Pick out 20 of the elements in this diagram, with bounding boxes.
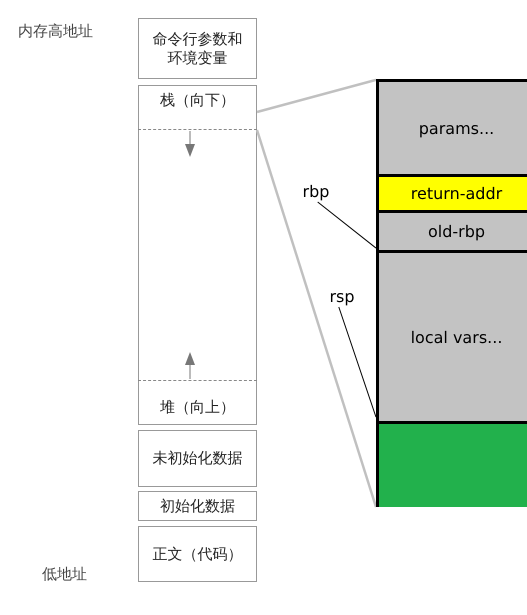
memory-segment: 未初始化数据 bbox=[138, 430, 257, 487]
memory-segment: 命令行参数和环境变量 bbox=[138, 18, 257, 79]
connector-line bbox=[256, 130, 378, 508]
connector-line bbox=[256, 78, 376, 114]
memory-segment: 堆（向上） bbox=[138, 380, 257, 425]
address-label: 内存高地址 bbox=[18, 22, 93, 41]
stack-slot: local vars... bbox=[379, 250, 527, 421]
stack-slot: return-addr bbox=[379, 174, 527, 210]
stack-slot: params... bbox=[379, 79, 527, 174]
connector-line bbox=[338, 306, 376, 418]
register-label: rbp bbox=[299, 180, 333, 202]
connector-line bbox=[317, 202, 376, 249]
stack-slot bbox=[379, 421, 527, 507]
address-label: 低地址 bbox=[42, 565, 87, 584]
stack-slot: old-rbp bbox=[379, 210, 527, 250]
memory-segment: 正文（代码） bbox=[138, 526, 257, 582]
memory-segment: 栈（向下） bbox=[138, 85, 257, 130]
stack-frame-panel bbox=[376, 79, 527, 507]
register-label: rsp bbox=[326, 285, 358, 307]
memory-segment: 初始化数据 bbox=[138, 491, 257, 521]
